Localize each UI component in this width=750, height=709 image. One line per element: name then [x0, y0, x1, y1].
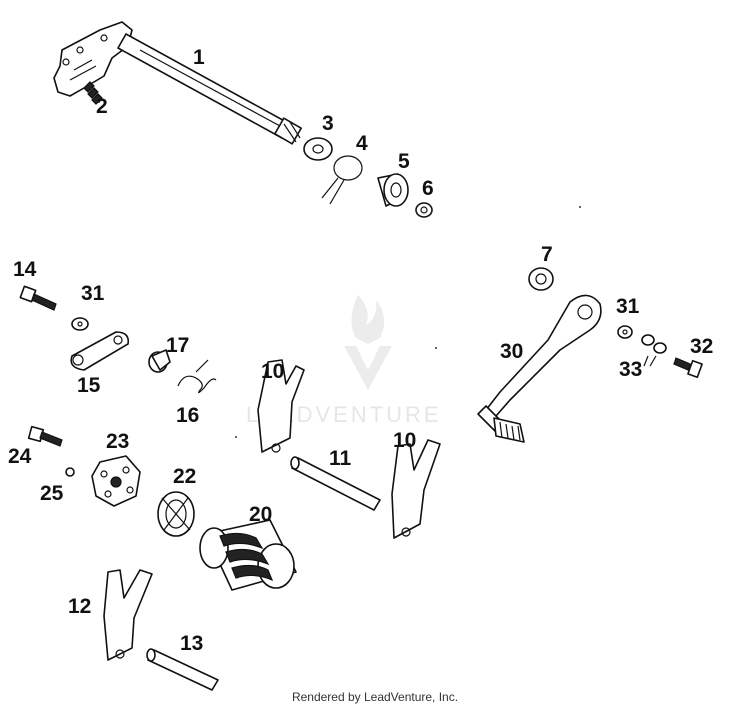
callout-14: 14 — [13, 258, 37, 281]
part-2-spring[interactable] — [83, 81, 103, 105]
part-31-washer-right[interactable] — [617, 325, 633, 339]
part-24-bolt[interactable] — [27, 425, 63, 447]
part-22-bearing[interactable] — [157, 491, 195, 537]
callout-31-right: 31 — [616, 295, 640, 318]
callout-25: 25 — [40, 482, 64, 505]
callout-7: 7 — [541, 243, 553, 266]
part-10-shift-fork-upper[interactable] — [257, 359, 305, 453]
part-20-shift-drum[interactable] — [199, 519, 297, 591]
callout-30: 30 — [500, 340, 523, 363]
callout-16: 16 — [176, 404, 199, 427]
part-1-shift-shaft[interactable] — [53, 21, 302, 145]
part-32-bolt[interactable] — [673, 357, 703, 379]
part-13-fork-rod[interactable] — [146, 648, 219, 691]
callout-1: 1 — [193, 46, 205, 69]
callout-20: 20 — [249, 503, 272, 526]
callout-13: 13 — [180, 632, 203, 655]
part-17-pivot-bushing[interactable] — [148, 349, 171, 373]
callout-4: 4 — [356, 132, 368, 155]
part-16-spring[interactable] — [177, 359, 217, 394]
part-14-bolt[interactable] — [19, 285, 57, 311]
part-12-shift-fork[interactable] — [103, 569, 153, 661]
callout-22: 22 — [173, 465, 196, 488]
part-4-circlip[interactable] — [321, 155, 363, 205]
callout-33: 33 — [619, 358, 642, 381]
part-3-washer[interactable] — [303, 137, 333, 161]
callout-24: 24 — [8, 445, 32, 468]
stray-dots — [235, 206, 581, 438]
part-7-seal[interactable] — [528, 267, 554, 291]
callout-17: 17 — [166, 334, 189, 357]
callout-10-lower: 10 — [393, 429, 416, 452]
part-23-shift-star[interactable] — [91, 455, 141, 507]
part-25-pin[interactable] — [65, 467, 75, 477]
callout-5: 5 — [398, 150, 410, 173]
part-10-shift-fork-lower[interactable] — [391, 439, 441, 539]
callout-23: 23 — [106, 430, 129, 453]
callout-labels: 1 2 3 4 5 6 7 10 10 11 12 13 14 15 16 17… — [8, 46, 713, 655]
callout-32: 32 — [690, 335, 713, 358]
callout-6: 6 — [422, 177, 434, 200]
callout-10-upper: 10 — [261, 360, 284, 383]
callout-12: 12 — [68, 595, 91, 618]
part-11-fork-rod[interactable] — [290, 456, 381, 511]
callout-15: 15 — [77, 374, 101, 397]
part-5-bushing[interactable] — [377, 173, 409, 207]
callout-3: 3 — [322, 112, 334, 135]
part-6-ring[interactable] — [415, 202, 433, 218]
part-15-link-plate[interactable] — [70, 331, 130, 371]
part-30-shift-lever[interactable] — [477, 294, 602, 443]
callout-31-left: 31 — [81, 282, 105, 305]
part-33-washers[interactable] — [641, 334, 667, 367]
part-31-washer-left[interactable] — [71, 317, 89, 331]
callout-11: 11 — [329, 447, 352, 470]
footer-credit: Rendered by LeadVenture, Inc. — [291, 690, 459, 704]
callout-2: 2 — [96, 95, 108, 118]
